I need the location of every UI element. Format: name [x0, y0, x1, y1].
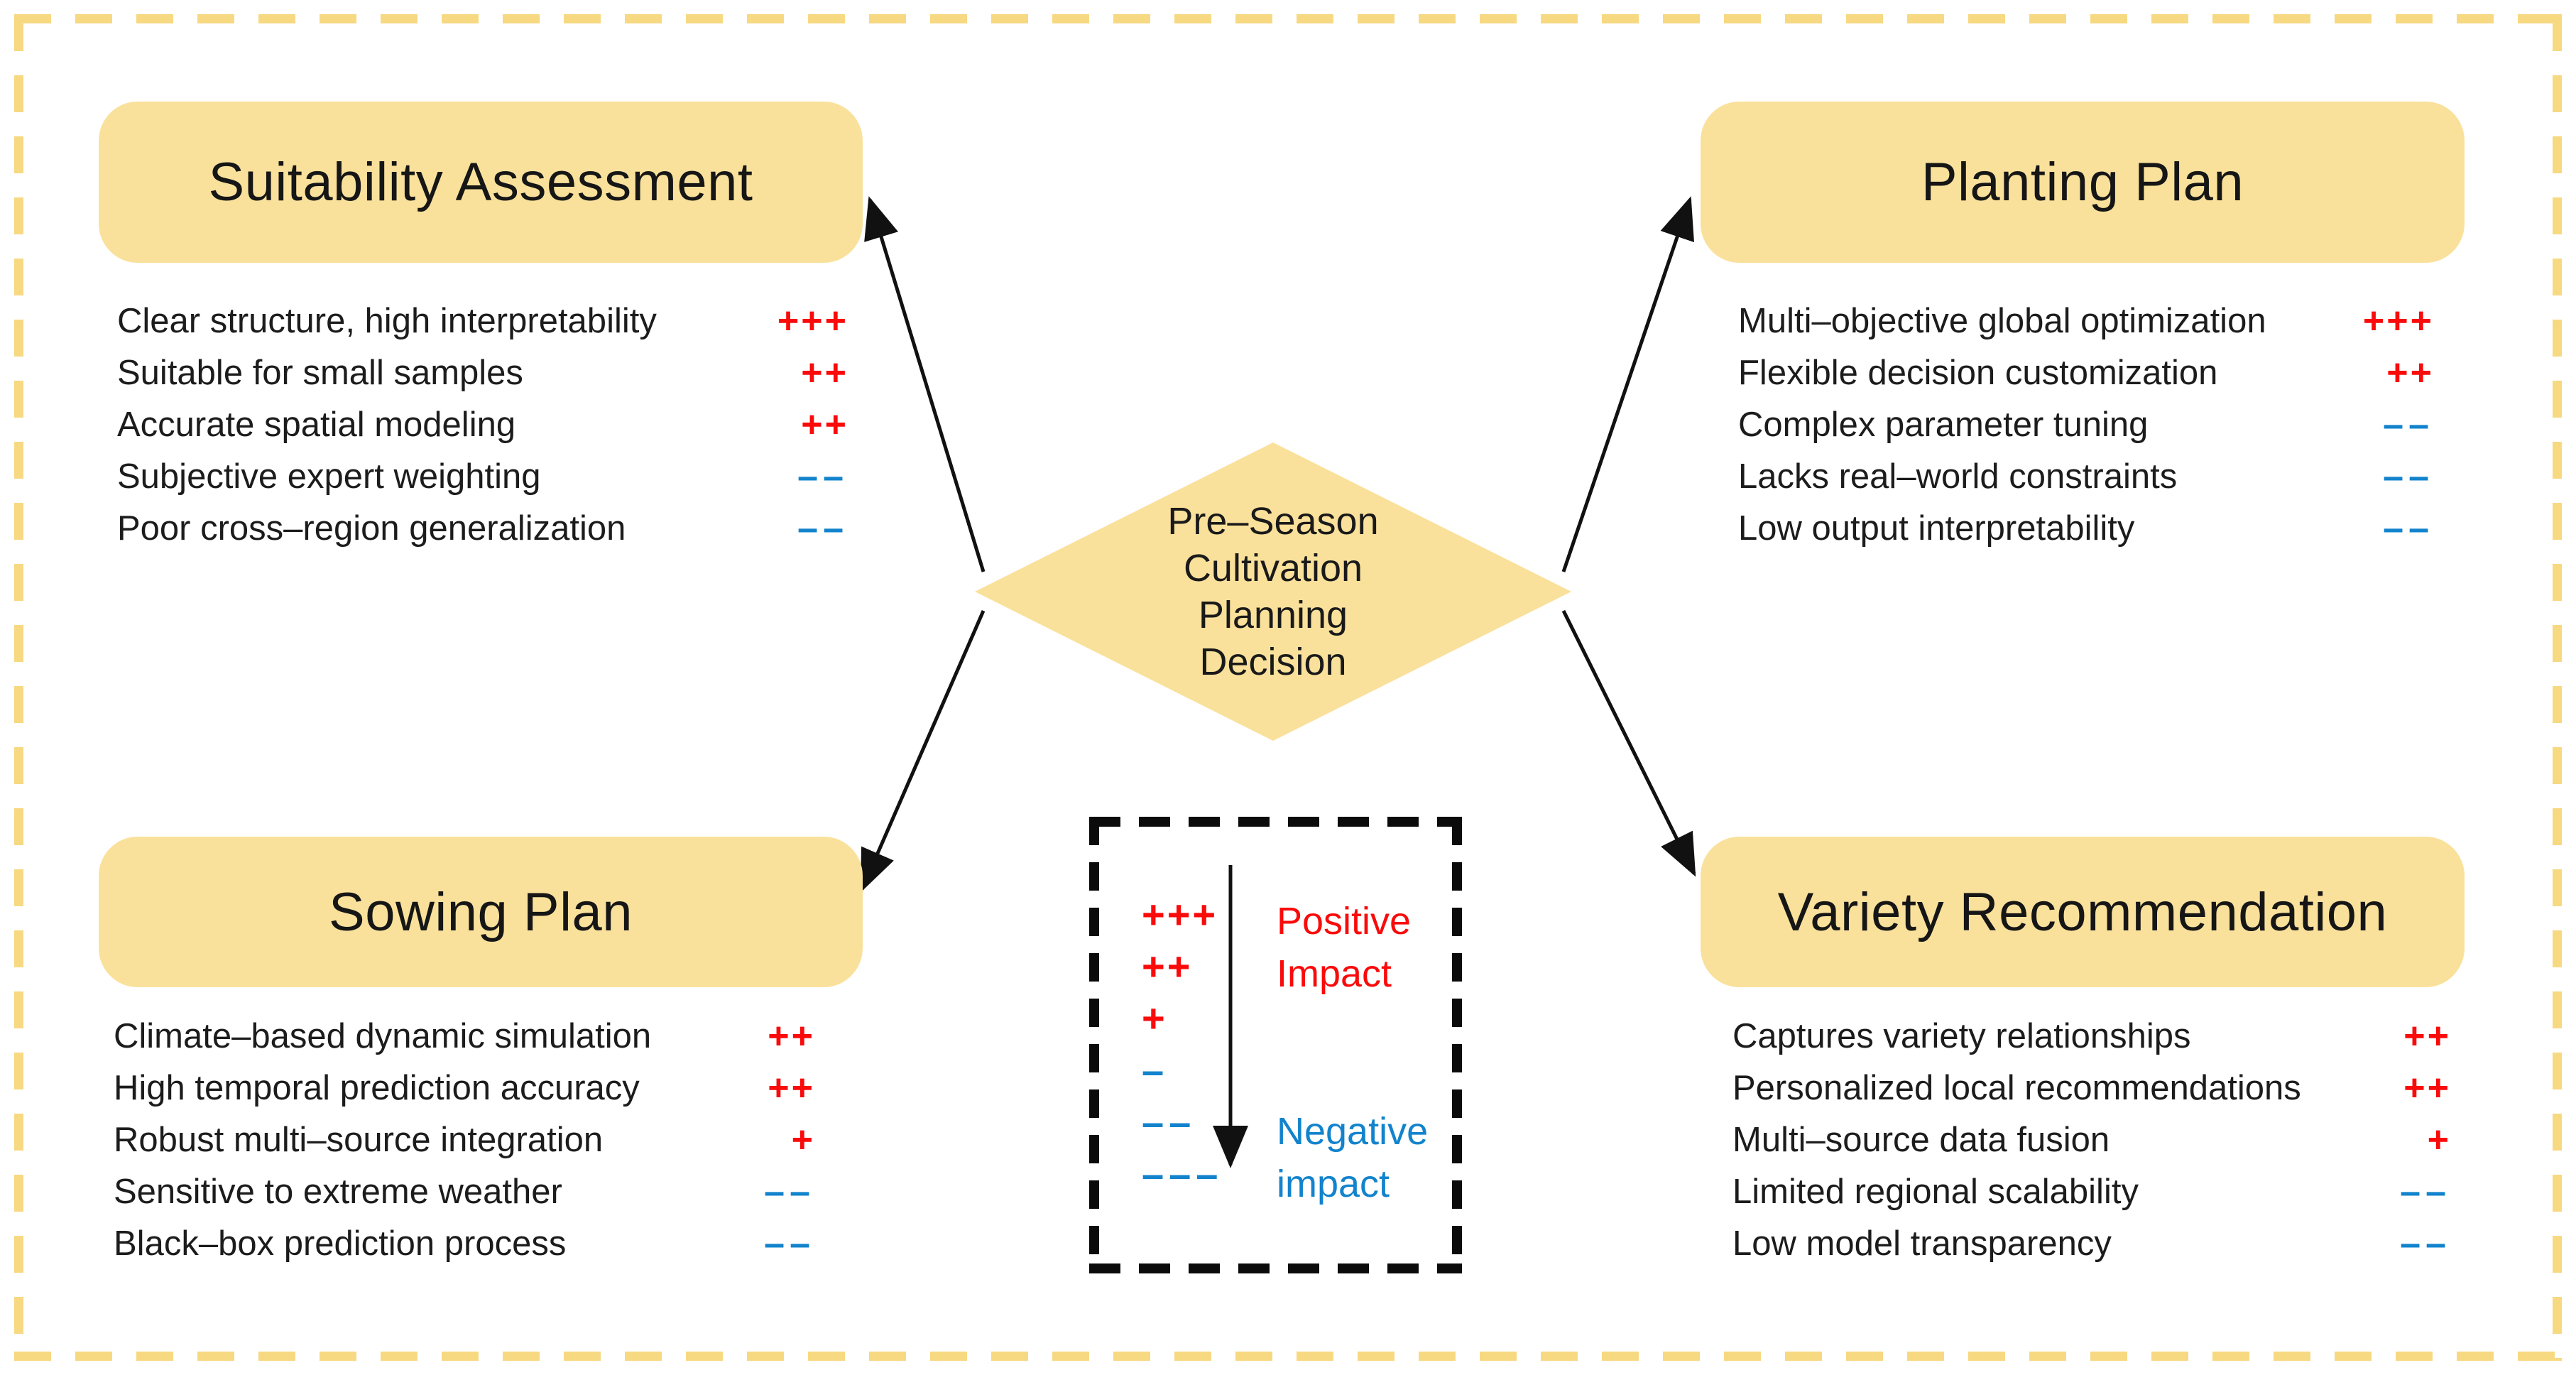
outer-dashed-border-top [14, 14, 2562, 23]
list-item: Sensitive to extreme weather –– [114, 1165, 815, 1217]
list-item: Captures variety relationships ++ [1732, 1010, 2451, 1062]
legend-symbol: –– [1142, 1099, 1196, 1144]
list-item: Flexible decision customization ++ [1738, 347, 2434, 398]
suitability-assessment-box: Suitability Assessment [99, 102, 863, 263]
item-label: Clear structure, high interpretability [117, 301, 657, 340]
list-item: Low output interpretability –– [1738, 502, 2434, 554]
decision-diamond: Pre–Season Cultivation Planning Decision [975, 442, 1571, 741]
positive-impact-line: Positive [1277, 900, 1412, 942]
impact-score: +++ [777, 300, 848, 342]
variety-recommendation-list: Captures variety relationships ++ Person… [1732, 1010, 2451, 1269]
impact-score: ++ [2386, 352, 2434, 393]
impact-score: –– [2383, 455, 2434, 497]
decision-diamond-text: Pre–Season Cultivation Planning Decision [1167, 498, 1378, 685]
list-item: Clear structure, high interpretability +… [117, 295, 848, 347]
impact-score: –– [2383, 507, 2434, 549]
sowing-plan-list: Climate–based dynamic simulation ++ High… [114, 1010, 815, 1269]
item-label: Subjective expert weighting [117, 457, 541, 496]
negative-impact-line: impact [1277, 1163, 1390, 1205]
list-item: Multi–source data fusion + [1732, 1114, 2451, 1165]
impact-score: ++ [801, 352, 848, 393]
list-item: High temporal prediction accuracy ++ [114, 1062, 815, 1114]
negative-impact-label: Negative impact [1277, 1105, 1428, 1210]
suitability-assessment-list: Clear structure, high interpretability +… [117, 295, 848, 554]
list-item: Accurate spatial modeling ++ [117, 398, 848, 450]
legend-symbol: – [1142, 1048, 1169, 1092]
outer-dashed-border-bottom [14, 1352, 2562, 1361]
planting-plan-title: Planting Plan [1921, 152, 2244, 212]
impact-score: + [2427, 1119, 2451, 1161]
item-label: Flexible decision customization [1738, 353, 2218, 392]
item-label: Climate–based dynamic simulation [114, 1016, 652, 1055]
legend-dashed-border-right [1452, 817, 1462, 1273]
positive-impact-label: Positive Impact [1277, 895, 1411, 1000]
list-item: Complex parameter tuning –– [1738, 398, 2434, 450]
diamond-line: Cultivation [1183, 547, 1363, 589]
impact-score: –– [764, 1170, 815, 1212]
suitability-assessment-title: Suitability Assessment [208, 152, 753, 212]
impact-score: –– [2400, 1170, 2451, 1212]
impact-score: –– [797, 507, 848, 549]
legend-symbol: +++ [1142, 892, 1218, 937]
item-label: Multi–objective global optimization [1738, 301, 2266, 340]
impact-score: ++ [768, 1067, 815, 1109]
item-label: Poor cross–region generalization [117, 509, 626, 548]
list-item: Poor cross–region generalization –– [117, 502, 848, 554]
item-label: Black–box prediction process [114, 1224, 567, 1263]
item-label: Limited regional scalability [1732, 1172, 2139, 1211]
item-label: Sensitive to extreme weather [114, 1172, 562, 1211]
list-item: Lacks real–world constraints –– [1738, 450, 2434, 502]
item-label: Lacks real–world constraints [1738, 457, 2178, 496]
list-item: Limited regional scalability –– [1732, 1165, 2451, 1217]
variety-recommendation-box: Variety Recommendation [1701, 837, 2465, 987]
legend-symbol: ++ [1142, 944, 1193, 989]
outer-dashed-border-right [2553, 14, 2562, 1361]
planting-plan-list: Multi–objective global optimization +++ … [1738, 295, 2434, 554]
impact-legend: +++ ++ + – –– ––– Positive Impact Negati… [1089, 817, 1462, 1273]
negative-impact-line: Negative [1277, 1110, 1429, 1153]
diamond-line: Decision [1199, 641, 1347, 683]
diamond-line: Pre–Season [1167, 500, 1379, 543]
legend-symbol: + [1142, 996, 1167, 1040]
impact-score: +++ [2362, 300, 2434, 342]
sowing-plan-title: Sowing Plan [329, 881, 633, 942]
item-label: Low model transparency [1732, 1224, 2112, 1263]
planting-plan-box: Planting Plan [1701, 102, 2465, 263]
list-item: Black–box prediction process –– [114, 1217, 815, 1269]
variety-recommendation-title: Variety Recommendation [1777, 881, 2388, 942]
legend-symbol: ––– [1142, 1151, 1223, 1196]
list-item: Personalized local recommendations ++ [1732, 1062, 2451, 1114]
impact-score: ++ [2403, 1067, 2451, 1109]
legend-dashed-border-top [1089, 817, 1462, 827]
list-item: Climate–based dynamic simulation ++ [114, 1010, 815, 1062]
list-item: Low model transparency –– [1732, 1217, 2451, 1269]
item-label: High temporal prediction accuracy [114, 1068, 640, 1107]
impact-score: –– [2383, 403, 2434, 445]
positive-impact-line: Impact [1277, 952, 1392, 995]
diamond-line: Planning [1198, 594, 1348, 636]
impact-score: –– [797, 455, 848, 497]
impact-score: –– [764, 1222, 815, 1264]
outer-dashed-border-left [14, 14, 23, 1361]
item-label: Low output interpretability [1738, 509, 2135, 548]
sowing-plan-box: Sowing Plan [99, 837, 863, 987]
list-item: Multi–objective global optimization +++ [1738, 295, 2434, 347]
item-label: Accurate spatial modeling [117, 405, 516, 444]
list-item: Suitable for small samples ++ [117, 347, 848, 398]
impact-score: ++ [801, 403, 848, 445]
legend-dashed-border-bottom [1089, 1263, 1462, 1273]
item-label: Robust multi–source integration [114, 1120, 604, 1159]
item-label: Personalized local recommendations [1732, 1068, 2301, 1107]
impact-score: ++ [768, 1015, 815, 1057]
item-label: Multi–source data fusion [1732, 1120, 2110, 1159]
impact-score: ++ [2403, 1015, 2451, 1057]
impact-score: + [791, 1119, 815, 1161]
list-item: Subjective expert weighting –– [117, 450, 848, 502]
impact-score: –– [2400, 1222, 2451, 1264]
list-item: Robust multi–source integration + [114, 1114, 815, 1165]
item-label: Captures variety relationships [1732, 1016, 2191, 1055]
legend-dashed-border-left [1089, 817, 1099, 1273]
item-label: Complex parameter tuning [1738, 405, 2149, 444]
item-label: Suitable for small samples [117, 353, 523, 392]
